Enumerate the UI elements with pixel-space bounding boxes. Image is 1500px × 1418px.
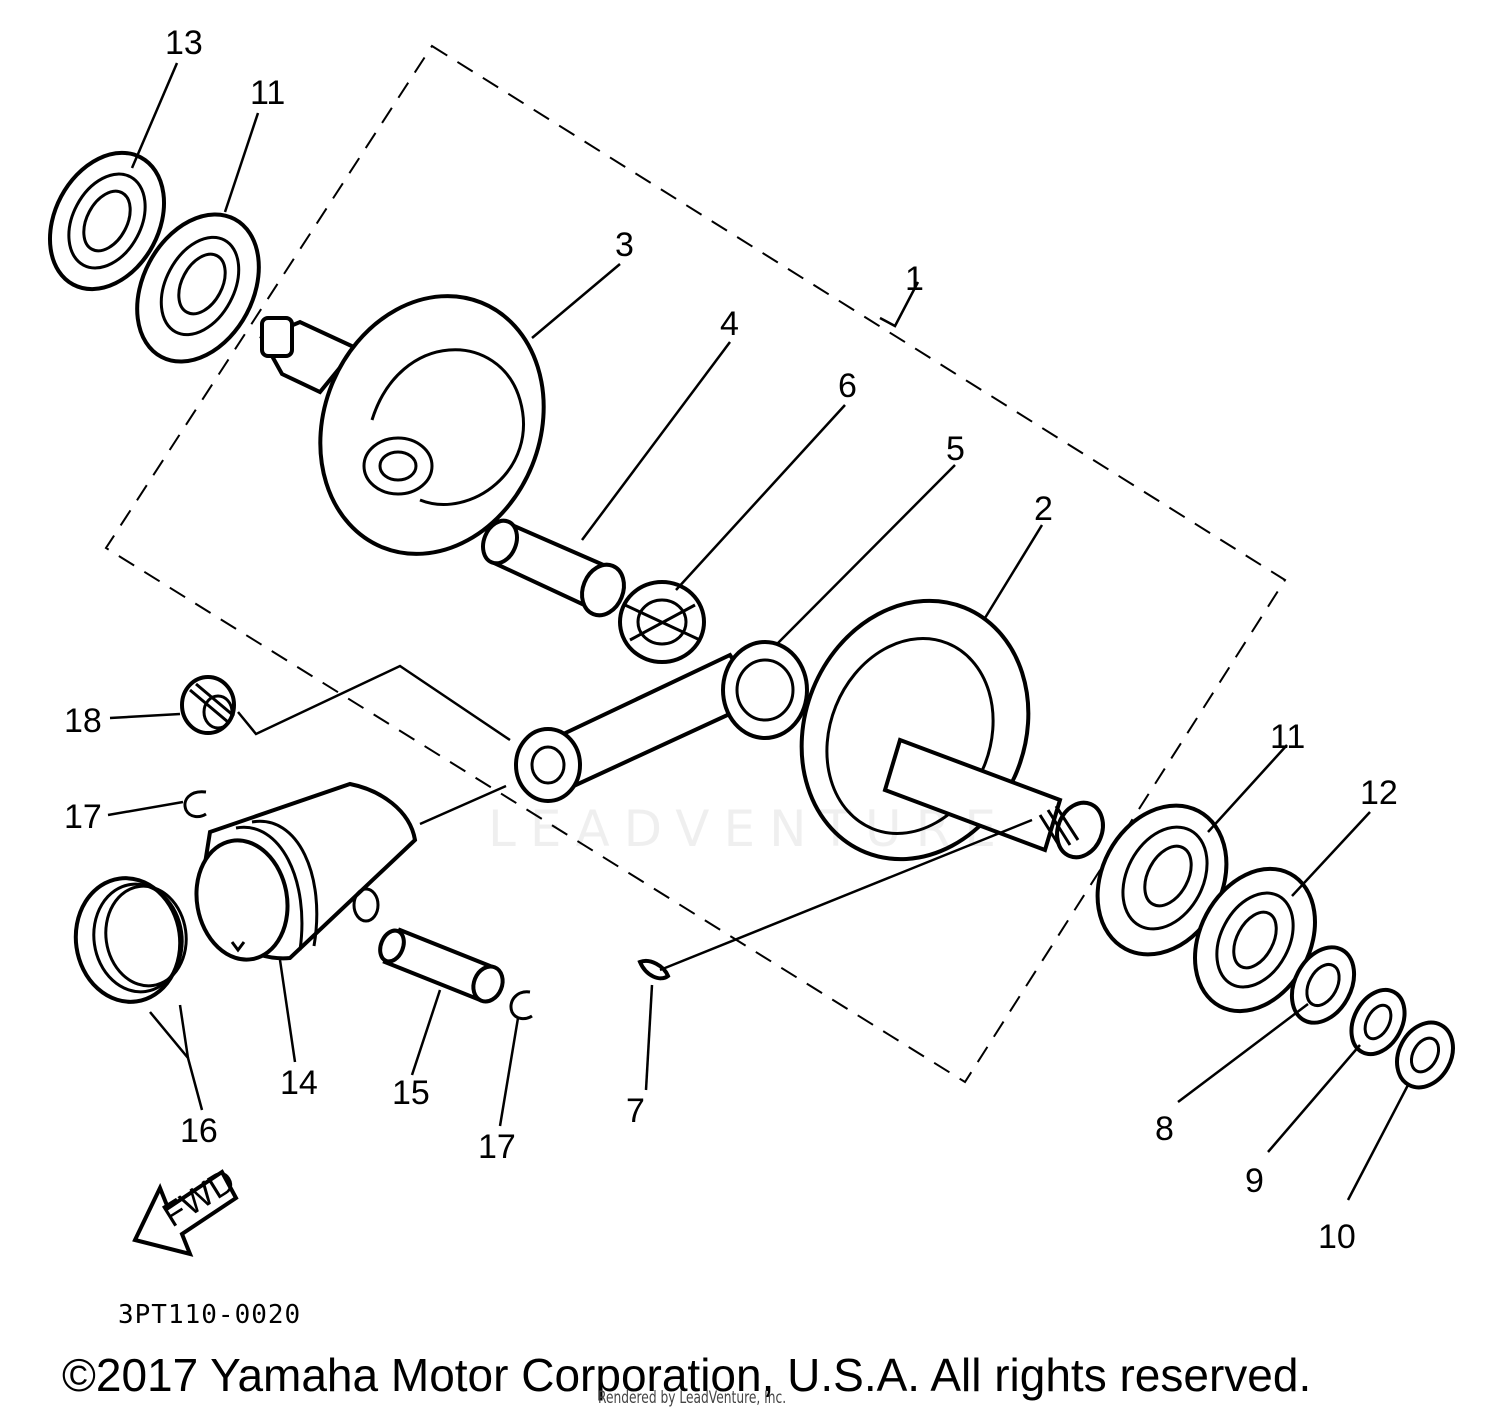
callout-7: 7 xyxy=(626,1092,645,1130)
callout-17-left: 17 xyxy=(64,798,102,836)
callout-15: 15 xyxy=(392,1074,430,1112)
circlip-17-right xyxy=(509,990,533,1021)
watermark: LEADVENTURE xyxy=(488,800,1010,858)
leader-lines xyxy=(107,62,1410,1201)
callout-2: 2 xyxy=(1034,490,1053,528)
callout-11-right: 11 xyxy=(1270,718,1305,756)
callout-10: 10 xyxy=(1318,1218,1356,1256)
callout-12: 12 xyxy=(1360,774,1398,812)
rendered-by-credit: Rendered by LeadVenture, Inc. xyxy=(598,1388,787,1408)
woodruff-key-7 xyxy=(637,959,671,981)
copyright-notice: ©2017 Yamaha Motor Corporation, U.S.A. A… xyxy=(62,1349,1312,1401)
callout-6: 6 xyxy=(838,367,857,405)
callout-4: 4 xyxy=(720,305,739,343)
lock-washer-9 xyxy=(1349,987,1407,1057)
callout-9: 9 xyxy=(1245,1162,1264,1200)
crank-pin-4 xyxy=(481,518,626,618)
needle-bearing-6 xyxy=(618,580,706,664)
callout-13: 13 xyxy=(165,24,203,62)
small-end-bearing-18 xyxy=(180,675,236,735)
callout-1: 1 xyxy=(905,260,924,298)
nut-10 xyxy=(1395,1020,1455,1090)
callout-5: 5 xyxy=(946,430,965,468)
piston-pin-15 xyxy=(378,927,505,1004)
crank-left-3 xyxy=(259,294,546,556)
circlip-17-left xyxy=(183,790,207,819)
piston-14 xyxy=(194,781,418,962)
piston-rings-16 xyxy=(73,876,188,1004)
connecting-rod-5 xyxy=(514,640,809,803)
fwd-arrow-icon: FWD xyxy=(132,1162,242,1257)
bearing-11-left xyxy=(135,212,261,364)
callout-3: 3 xyxy=(615,226,634,264)
crankshaft-assembly-boundary xyxy=(104,44,1287,1084)
callout-11-left: 11 xyxy=(250,74,285,112)
callout-14: 14 xyxy=(280,1064,318,1102)
reference-code: 3PT110-0020 xyxy=(118,1300,302,1330)
oil-seal-13 xyxy=(47,150,167,292)
callout-17-right: 17 xyxy=(478,1128,516,1166)
callout-8: 8 xyxy=(1155,1110,1174,1148)
bearing-11-right xyxy=(1095,803,1229,957)
callout-18: 18 xyxy=(64,702,102,740)
callout-16: 16 xyxy=(180,1112,218,1150)
crank-right-2 xyxy=(799,598,1105,862)
